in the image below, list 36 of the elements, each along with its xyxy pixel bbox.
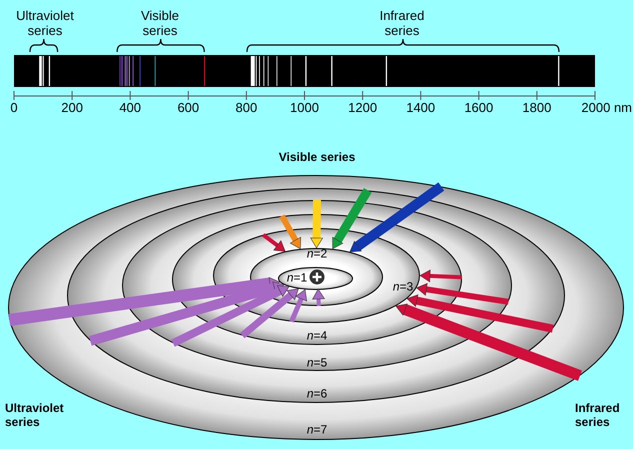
tick-label: 200 (60, 100, 84, 115)
tick-label: 1200 (347, 100, 378, 115)
tick-label: 400 (118, 100, 142, 115)
transition-arrow (416, 283, 509, 305)
transition-arrow (396, 304, 582, 381)
series-label: Ultraviolet series (5, 401, 65, 429)
tick-label: 1000 (289, 100, 320, 115)
transition-arrow (289, 289, 307, 323)
transition-arrow (406, 294, 554, 333)
transition-arrow (310, 200, 323, 248)
orbit-label: n=4 (306, 330, 328, 342)
tick-label: 0 (9, 100, 19, 115)
orbit-label: n=5 (306, 356, 328, 370)
tick-label: 1800 (521, 100, 552, 115)
transition-arrow (262, 233, 286, 252)
orbit-label: n=3 (392, 280, 414, 294)
orbit-label: n=2 (306, 248, 328, 260)
transition-arrow (420, 270, 462, 282)
series-label: Visible series (140, 8, 180, 38)
tick-label: 1600 (463, 100, 494, 115)
tick-label: 1400 (405, 100, 436, 115)
series-label: Infrared series (575, 401, 621, 429)
orbit-label: n=7 (306, 424, 328, 436)
transition-arrow (312, 288, 325, 306)
tick-label: 2000 nm (580, 100, 632, 115)
transition-arrow (279, 214, 301, 250)
series-label: Infrared series (378, 8, 426, 38)
orbit-label: n=6 (306, 388, 328, 400)
series-label: Visible series (278, 150, 356, 165)
transition-arrow (350, 182, 444, 252)
orbit-label: n=1 (286, 272, 308, 284)
transition-arrow (88, 282, 284, 346)
series-label: Ultraviolet series (15, 8, 75, 38)
tick-label: 800 (234, 100, 258, 115)
transition-arrow (8, 277, 280, 326)
tick-label: 600 (176, 100, 200, 115)
